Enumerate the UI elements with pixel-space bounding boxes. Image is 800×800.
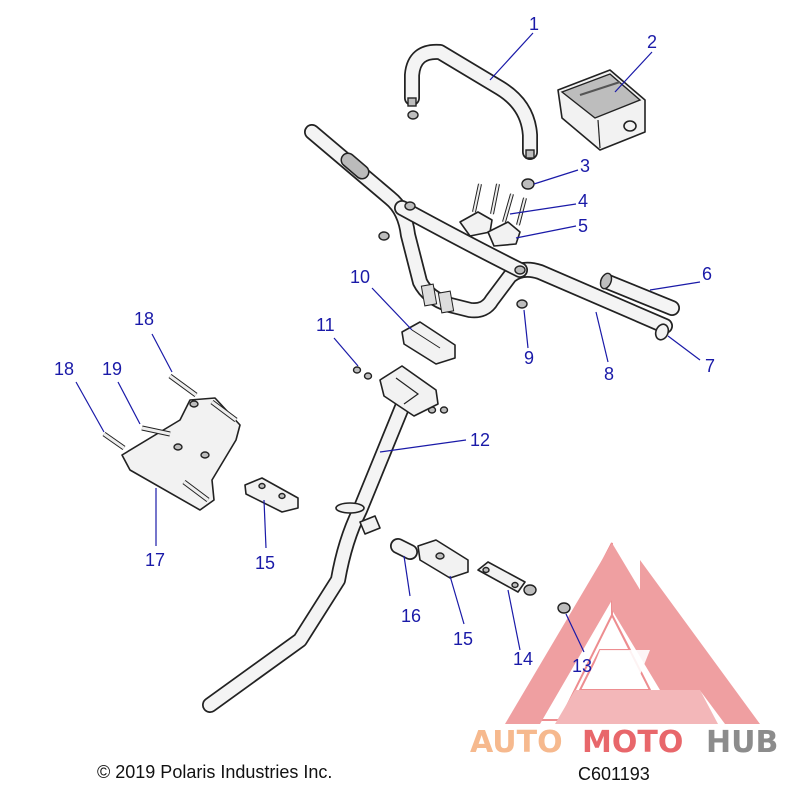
callout-5: 5 xyxy=(578,216,588,236)
spacer-part xyxy=(390,538,418,560)
bracket-bolts-part xyxy=(102,373,238,502)
callout-17: 17 xyxy=(145,550,165,570)
copyright-text: © 2019 Polaris Industries Inc. xyxy=(97,762,332,782)
clamp-part-15b xyxy=(417,539,469,579)
watermark-logo xyxy=(505,542,760,724)
clamp-part-15a xyxy=(244,477,299,513)
watermark-triangle-d xyxy=(555,690,718,724)
lower-clamp-part xyxy=(401,321,456,365)
clamp-caps-part xyxy=(459,211,521,247)
diagram-code: C601193 xyxy=(578,764,650,784)
nut-part-3 xyxy=(521,178,535,190)
watermark-word-auto: AUTO xyxy=(470,725,563,760)
callout-11: 11 xyxy=(316,315,335,335)
watermark-triangle-c xyxy=(640,560,760,724)
callout-16: 16 xyxy=(401,606,421,626)
grab-handle-part xyxy=(404,43,538,160)
callout-15a: 15 xyxy=(255,553,275,573)
callout-18a: 18 xyxy=(134,309,154,329)
strap-plate-part xyxy=(477,561,537,596)
callout-19: 19 xyxy=(102,359,122,379)
watermark-word-moto: MOTO xyxy=(582,725,683,760)
mounting-bracket-part xyxy=(121,397,241,511)
callout-6: 6 xyxy=(702,264,712,284)
leader-lines xyxy=(75,32,701,653)
grip-part xyxy=(599,272,680,316)
watermark-word-hub: HUB xyxy=(706,725,778,760)
steering-post-part xyxy=(202,365,439,713)
callout-12: 12 xyxy=(470,430,490,450)
nut-part-13 xyxy=(557,602,571,614)
nut-left-bar xyxy=(378,231,390,241)
callout-9: 9 xyxy=(524,348,534,368)
callout-1: 1 xyxy=(529,14,539,34)
callout-14: 14 xyxy=(513,649,533,669)
handlebar-part xyxy=(304,124,673,334)
bar-end-part xyxy=(654,323,670,341)
watermark-inner xyxy=(590,650,650,675)
nut-part-9 xyxy=(516,299,528,309)
small-nuts-part xyxy=(352,366,449,414)
callout-8: 8 xyxy=(604,364,614,384)
clamp-bolts-part xyxy=(472,183,527,226)
callout-15b: 15 xyxy=(453,629,473,649)
callout-18b: 18 xyxy=(54,359,74,379)
callout-13: 13 xyxy=(572,656,592,676)
callout-7: 7 xyxy=(705,356,715,376)
watermark-triangle-a xyxy=(505,543,612,724)
callout-10: 10 xyxy=(350,267,370,287)
callout-2: 2 xyxy=(647,32,657,52)
callout-3: 3 xyxy=(580,156,590,176)
callout-4: 4 xyxy=(578,191,588,211)
handlebar-pad-part xyxy=(557,69,646,151)
